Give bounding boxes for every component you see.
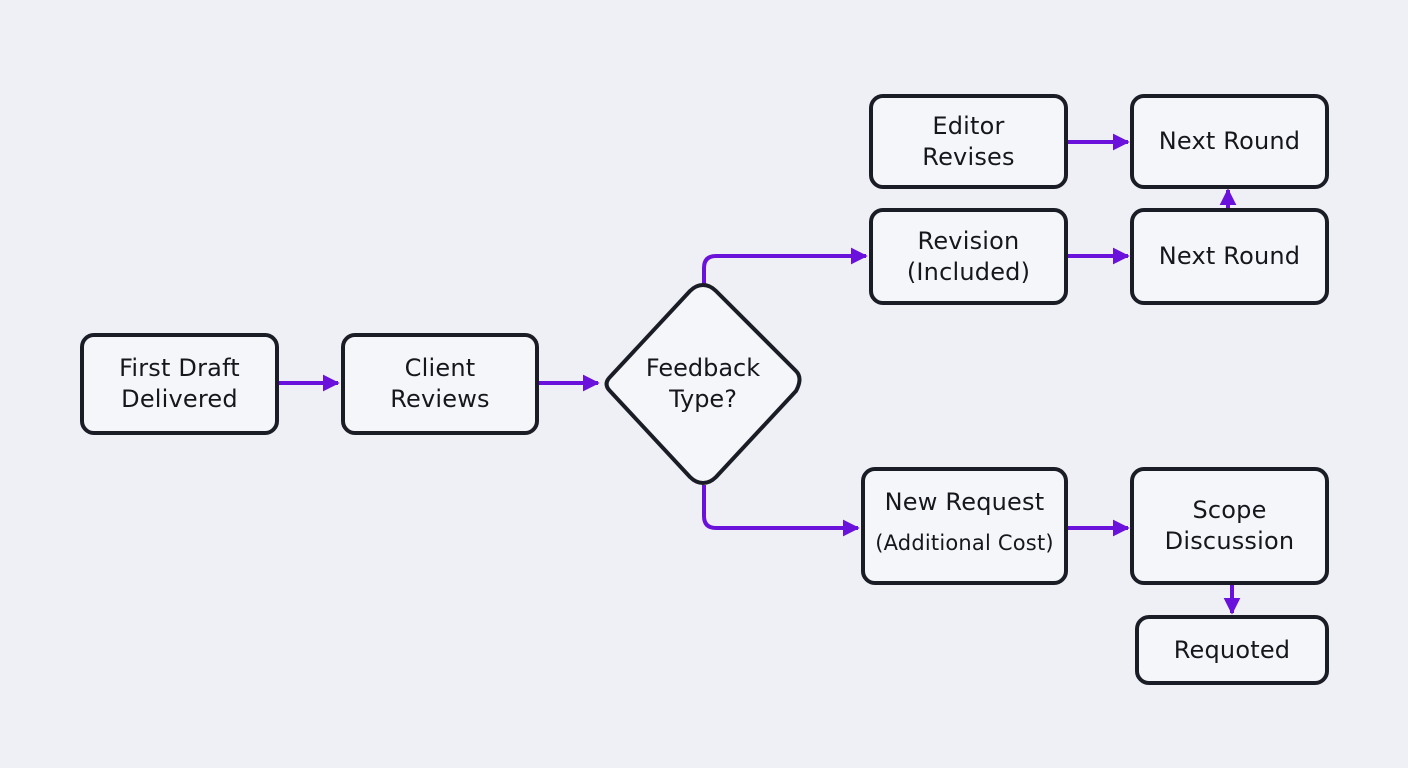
node-label-line: Revises — [922, 142, 1015, 171]
node-label-line: Delivered — [121, 385, 238, 413]
edge-feedback-type-to-revision-included — [702, 247, 868, 284]
decision-feedback-type: Feedback Type? — [600, 281, 806, 487]
node-label-line: First Draft — [119, 354, 240, 382]
node-first-draft-delivered: First Draft Delivered — [80, 333, 279, 435]
node-revision-included: Revision (Included) — [869, 208, 1068, 305]
decision-diamond-shape — [604, 283, 802, 485]
node-label-line: Revision — [917, 226, 1020, 255]
node-new-request: New Request (Additional Cost) — [861, 467, 1068, 585]
node-label-line: Requoted — [1173, 635, 1291, 664]
node-editor-revises: Editor Revises — [869, 94, 1068, 189]
node-label-line: Client — [404, 354, 476, 382]
node-label-line: Next Round — [1158, 242, 1301, 270]
node-label-line: Editor — [932, 111, 1005, 140]
node-label-line: New Request — [884, 488, 1045, 516]
node-label-line: Discussion — [1164, 527, 1295, 555]
node-label-line: Next Round — [1158, 127, 1301, 155]
node-next-round-mid: Next Round — [1130, 208, 1329, 305]
node-label-line: (Included) — [906, 257, 1031, 286]
decision-label-line: Feedback — [645, 354, 761, 382]
node-label-line: (Additional Cost) — [875, 531, 1054, 555]
node-next-round-top: Next Round — [1130, 94, 1329, 189]
node-client-reviews: Client Reviews — [341, 333, 539, 435]
edge-feedback-type-to-new-request — [702, 485, 860, 537]
decision-label-line: Type? — [669, 385, 737, 413]
node-scope-discussion: Scope Discussion — [1130, 467, 1329, 585]
node-requoted: Requoted — [1135, 615, 1329, 685]
node-label-line: Reviews — [390, 385, 490, 413]
node-label-line: Scope — [1192, 496, 1267, 524]
